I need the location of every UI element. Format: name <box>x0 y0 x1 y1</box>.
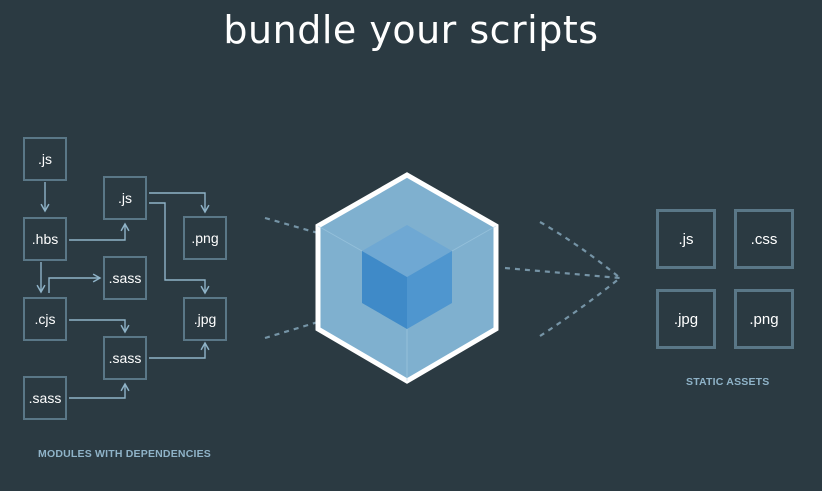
cube-left-face <box>362 251 407 329</box>
page-title: bundle your scripts <box>223 8 599 52</box>
module-hbs: .hbs <box>23 217 67 261</box>
cube-right-face <box>407 251 452 329</box>
module-label: .js <box>118 190 132 206</box>
module-sass-middle: .sass <box>103 336 147 380</box>
arrow-sass-to-jpg <box>149 341 210 359</box>
asset-label: .jpg <box>673 310 699 328</box>
asset-label: .png <box>749 310 779 328</box>
module-label: .sass <box>28 390 62 406</box>
module-label: .jpg <box>193 311 217 327</box>
asset-label: .css <box>750 230 778 248</box>
module-sass-top: .sass <box>103 256 147 300</box>
module-png: .png <box>183 216 227 260</box>
module-sass-bottom: .sass <box>23 376 67 420</box>
module-jpg: .jpg <box>183 297 227 341</box>
arrow-hbs-to-js <box>69 222 130 241</box>
arrow-js-to-png <box>149 192 210 214</box>
module-label: .sass <box>108 350 142 366</box>
module-label: .png <box>191 230 219 246</box>
asset-png: .png <box>734 289 794 349</box>
asset-js: .js <box>656 209 716 269</box>
arrow-cjs-to-sass <box>48 273 102 293</box>
module-cjs: .cjs <box>23 297 67 341</box>
module-label: .hbs <box>31 231 59 247</box>
asset-css: .css <box>734 209 794 269</box>
asset-jpg: .jpg <box>656 289 716 349</box>
arrow-cjs-to-sass-lower <box>69 319 130 334</box>
module-label: .cjs <box>34 311 56 327</box>
arrow-js-to-jpg <box>149 202 210 295</box>
module-js: .js <box>23 137 67 181</box>
asset-label: .js <box>678 230 694 248</box>
arrow-sass-to-sass <box>69 382 130 399</box>
assets-caption: STATIC ASSETS <box>686 376 770 388</box>
module-js-secondary: .js <box>103 176 147 220</box>
module-label: .sass <box>108 270 142 286</box>
modules-caption: MODULES WITH DEPENDENCIES <box>38 448 212 460</box>
module-label: .js <box>38 151 52 167</box>
